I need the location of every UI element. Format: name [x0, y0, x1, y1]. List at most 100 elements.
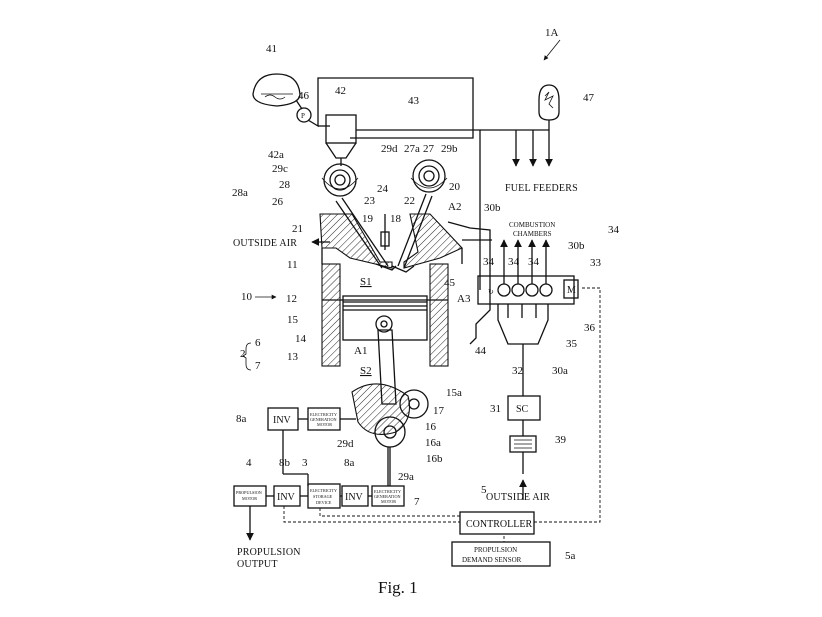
- label-11: 11: [287, 259, 298, 271]
- label-6: 6: [255, 337, 261, 349]
- label-29d-top: 29d: [381, 143, 398, 155]
- svg-text:ELECTRICITY: ELECTRICITY: [310, 488, 337, 493]
- label-4: 4: [246, 457, 252, 469]
- label-30b-a: 30b: [484, 202, 501, 214]
- inverter-8a-top: INV: [267, 407, 299, 431]
- label-a2: A2: [448, 201, 461, 213]
- label-44: 44: [475, 345, 487, 357]
- label-16: 16: [425, 421, 437, 433]
- label-41: 41: [266, 43, 277, 55]
- label-20: 20: [449, 181, 461, 193]
- label-a1: A1: [354, 345, 367, 357]
- label-34-a: 34: [608, 224, 620, 236]
- label-36: 36: [584, 322, 596, 334]
- label-5a: 5a: [565, 550, 576, 562]
- label-16b: 16b: [426, 453, 443, 465]
- label-29b: 29b: [441, 143, 458, 155]
- inverter-8b: INV: [273, 485, 301, 507]
- label-23: 23: [364, 195, 376, 207]
- label-8a-bottom: 8a: [344, 457, 355, 469]
- label-30a: 30a: [552, 365, 568, 377]
- label-13: 13: [287, 351, 299, 363]
- svg-text:SC: SC: [516, 404, 529, 415]
- label-15: 15: [287, 314, 299, 326]
- accumulator-47: [538, 84, 560, 121]
- caption-propulsion-1: PROPULSION: [237, 547, 301, 558]
- svg-text:DEVICE: DEVICE: [316, 500, 332, 505]
- label-27: 27: [423, 143, 435, 155]
- label-34-b: 34: [483, 256, 495, 268]
- label-19: 19: [362, 213, 374, 225]
- fuel-tank-41: [252, 73, 301, 107]
- label-31: 31: [490, 403, 501, 415]
- camshaft-28: [321, 163, 359, 197]
- label-46: 46: [298, 90, 310, 102]
- svg-text:GENERATION: GENERATION: [374, 494, 401, 499]
- label-45: 45: [444, 277, 456, 289]
- generation-motor-top: ELECTRICITY GENERATION MOTOR: [307, 407, 341, 431]
- controller-5: CONTROLLER: [459, 511, 535, 535]
- label-39: 39: [555, 434, 567, 446]
- label-7: 7: [255, 360, 261, 372]
- air-cleaner-39: [509, 435, 537, 453]
- figure-caption: Fig. 1: [378, 578, 418, 597]
- propulsion-demand-sensor-5a: PROPULSION DEMAND SENSOR: [451, 541, 551, 567]
- svg-text:MOTOR: MOTOR: [242, 496, 257, 501]
- label-1a: 1A: [545, 27, 559, 39]
- label-28a: 28a: [232, 187, 248, 199]
- supercharger-31: SC: [507, 395, 541, 421]
- injector-42: [325, 114, 357, 166]
- svg-text:CONTROLLER: CONTROLLER: [466, 519, 532, 530]
- svg-text:DEMAND SENSOR: DEMAND SENSOR: [462, 556, 522, 564]
- caption-fuel-feeders: FUEL FEEDERS: [505, 183, 578, 194]
- label-7-bottom: 7: [414, 496, 420, 508]
- svg-text:INV: INV: [277, 492, 296, 503]
- storage-device-3: ELECTRICITY STORAGE DEVICE: [307, 483, 341, 509]
- inverter-8a-bottom: INV: [341, 485, 369, 507]
- label-47: 47: [583, 92, 595, 104]
- generation-motor-7: ELECTRICITY GENERATION MOTOR: [371, 485, 405, 507]
- label-30b-b: 30b: [568, 240, 585, 252]
- label-42: 42: [335, 85, 346, 97]
- label-24: 24: [377, 183, 389, 195]
- label-3: 3: [302, 457, 308, 469]
- svg-text:P: P: [301, 112, 305, 120]
- label-5: 5: [481, 484, 487, 496]
- label-18: 18: [390, 213, 402, 225]
- svg-text:↻: ↻: [488, 288, 494, 296]
- svg-text:PROPULSION: PROPULSION: [474, 546, 517, 554]
- caption-outside-air-bottom: OUTSIDE AIR: [486, 492, 550, 503]
- connecting-rod-15a: [351, 329, 429, 448]
- label-29d-bottom: 29d: [337, 438, 354, 450]
- piston-15: [342, 295, 428, 341]
- label-34-d: 34: [528, 256, 540, 268]
- svg-text:INV: INV: [273, 415, 292, 426]
- svg-text:M: M: [567, 285, 576, 296]
- fuel-pump-46: P: [296, 107, 312, 123]
- label-34-c: 34: [508, 256, 520, 268]
- label-26: 26: [272, 196, 284, 208]
- label-8a-top: 8a: [236, 413, 247, 425]
- caption-outside-air-left: OUTSIDE AIR: [233, 238, 297, 249]
- label-35: 35: [566, 338, 578, 350]
- label-29a: 29a: [398, 471, 414, 483]
- svg-text:ELECTRICITY: ELECTRICITY: [374, 489, 401, 494]
- label-s1: S1: [360, 276, 372, 288]
- svg-text:INV: INV: [345, 492, 364, 503]
- label-2: 2: [240, 348, 246, 360]
- label-27a: 27a: [404, 143, 420, 155]
- label-42a: 42a: [268, 149, 284, 161]
- label-12: 12: [286, 293, 297, 305]
- caption-combustion-2: CHAMBERS: [513, 230, 552, 238]
- svg-text:ELECTRICITY: ELECTRICITY: [310, 412, 337, 417]
- label-33: 33: [590, 257, 602, 269]
- label-22: 22: [404, 195, 415, 207]
- label-16a: 16a: [425, 437, 441, 449]
- label-17: 17: [433, 405, 445, 417]
- label-43: 43: [408, 95, 420, 107]
- svg-text:MOTOR: MOTOR: [317, 422, 332, 427]
- label-29c: 29c: [272, 163, 288, 175]
- caption-propulsion-2: OUTPUT: [237, 559, 278, 570]
- label-a3: A3: [457, 293, 471, 305]
- camshaft-27: [410, 159, 448, 193]
